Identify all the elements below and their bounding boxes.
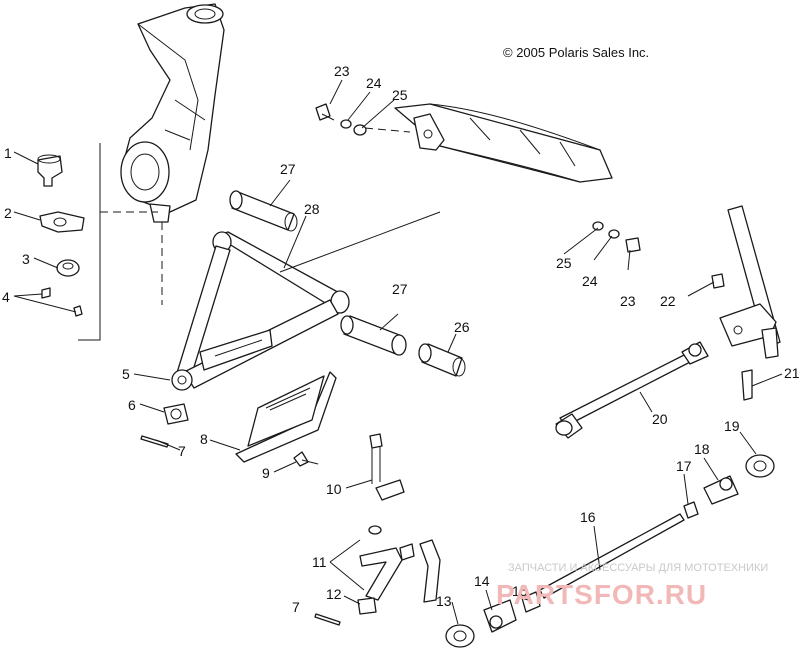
steering-knuckle-icon [120,3,225,223]
callout-27b: 27 [392,281,408,297]
callout-14: 14 [474,573,490,589]
callout-8: 8 [200,431,208,447]
washer-icon [340,119,352,129]
callout-27a: 27 [280,161,296,177]
pin-icon [314,613,341,626]
callout-25a: 25 [392,87,408,103]
callout-28: 28 [304,201,320,217]
callout-7a: 7 [178,443,186,459]
callout-6: 6 [128,397,136,413]
callout-9: 9 [262,465,270,481]
tie-rod-icon [539,513,685,599]
bushing-nut-icon [163,403,189,425]
callout-1: 1 [4,145,12,161]
callout-3: 3 [22,251,30,267]
tie-rod-icon [555,341,709,439]
bracket-icon [359,525,441,603]
callout-7b: 7 [292,599,300,615]
callout-20: 20 [652,411,668,427]
nut-icon [683,501,699,519]
callout-15: 15 [512,583,528,599]
watermark-line2: PARTSFOR.RU [496,579,707,610]
rod-end-icon [745,454,775,478]
nut-icon [711,273,725,289]
callout-17: 17 [676,458,692,474]
rod-end-icon [445,591,541,648]
rod-end-icon [703,475,739,505]
callout-24a: 24 [366,75,382,91]
callout-21: 21 [784,365,800,381]
callout-labels: 1 2 3 4 5 6 7 8 9 10 11 12 7 13 14 15 16… [2,63,800,615]
washer-icon [592,221,604,231]
callout-11: 11 [312,554,327,570]
callout-18: 18 [694,441,710,457]
steering-post-icon [719,205,781,359]
small-screw-icon [41,287,83,317]
copyright-text: © 2005 Polaris Sales Inc. [503,45,649,60]
callout-22: 22 [660,293,676,309]
callout-10: 10 [326,481,342,497]
frame-icon [364,103,613,183]
callout-12: 12 [326,586,342,602]
washer-icon [608,229,620,239]
watermark-line1: ЗАПЧАСТИ И АКСЕССУАРЫ ДЛЯ МОТОТЕХНИКИ [508,562,768,574]
callout-16: 16 [580,509,596,525]
bolt-icon [625,237,641,253]
callout-25b: 25 [556,255,572,271]
watermark: ЗАПЧАСТИ И АКСЕССУАРЫ ДЛЯ МОТОТЕХНИКИ PA… [496,562,768,610]
callout-13: 13 [436,593,452,609]
nut-icon [56,259,80,277]
callout-5: 5 [122,366,130,382]
leader-lines [13,79,783,625]
callout-4: 4 [2,289,10,305]
guard-plate-icon [235,371,337,463]
bushing-icon [418,343,466,377]
callout-24b: 24 [582,273,598,289]
retainer-plate-icon [39,211,85,233]
bolt-icon [369,433,405,501]
bolt-icon [293,451,319,467]
callout-23a: 23 [334,63,350,79]
bushing-icon [229,190,298,232]
nut-icon [357,597,377,615]
pin-icon [140,435,169,448]
callout-26: 26 [454,319,470,335]
ball-joint-icon [37,154,63,187]
callout-2: 2 [4,205,12,221]
bolt-icon [741,369,753,401]
bolt-icon [315,103,335,121]
callout-19: 19 [724,418,740,434]
callout-23b: 23 [620,293,636,309]
bushing-icon [340,315,407,356]
